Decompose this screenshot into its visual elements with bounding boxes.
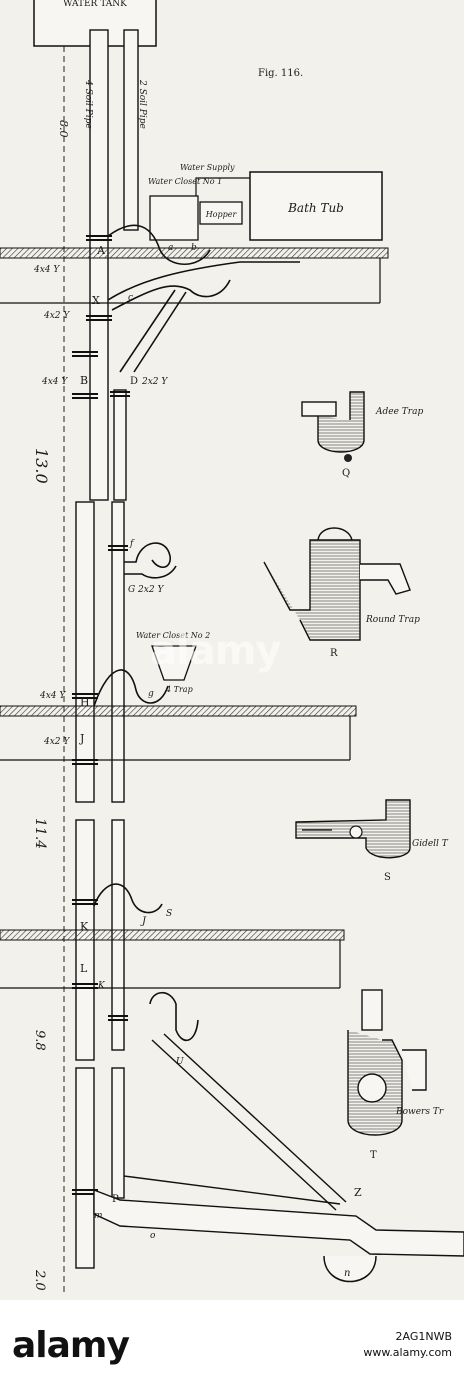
diagonal-vent: [151, 1033, 347, 1211]
trap-n: [323, 1255, 377, 1283]
fitting-x-size: 4x2 Y: [43, 311, 70, 321]
trap-4-label: 4 Trap: [165, 685, 193, 694]
water-closet-2-label: Water Closet No 2: [136, 631, 210, 640]
fitting-s-small: S: [166, 909, 172, 919]
trap-k: [93, 883, 163, 914]
stock-info: 2AG1NWB www.alamy.com: [363, 1329, 452, 1361]
fitting-o: o: [150, 1231, 156, 1241]
fitting-m: m: [94, 1211, 103, 1221]
fitting-u: U: [176, 1057, 184, 1067]
fitting-j-size: 4x2 Y: [43, 737, 70, 747]
fitting-b-size: 4x4 Y: [41, 377, 68, 387]
fitting-h-size: 4x4 Y: [39, 691, 66, 701]
round-trap-label: Round Trap: [365, 615, 420, 625]
branch-d2: [133, 291, 187, 373]
fitting-a-size: 4x4 Y: [33, 265, 60, 275]
soil-pipe: [75, 29, 109, 1269]
fitting-d: D: [130, 376, 138, 387]
dim-floor3: 9.8: [32, 1030, 47, 1051]
floor-2: [0, 705, 357, 717]
fitting-b-small: b: [191, 243, 197, 253]
fitting-x: X: [92, 294, 100, 307]
vent-pipe-label: 2 Soil Pipe: [137, 79, 147, 129]
diagram-drawing: WATER TANK Fig. 116. 8.0 13.0 11.4 9.8 2…: [0, 0, 464, 1296]
site-url: www.alamy.com: [363, 1346, 452, 1359]
dim-floor4: 2.0: [32, 1269, 47, 1291]
soil-pipe-label: 4 Soil Pipe: [83, 79, 93, 129]
fitting-c-small: c: [128, 293, 133, 303]
fitting-l: L: [80, 962, 88, 975]
fitting-g-size: G 2x2 Y: [128, 585, 164, 595]
image-id: 2AG1NWB: [395, 1330, 452, 1343]
watermark: alamy: [150, 628, 281, 674]
hopper-label: Hopper: [205, 210, 238, 219]
alamy-logo: alamy: [12, 1324, 130, 1366]
branch-f: [124, 542, 177, 579]
adee-trap-letter: Q: [342, 468, 350, 479]
bowers-trap-letter: T: [370, 1150, 377, 1161]
fitting-z: Z: [354, 1186, 362, 1199]
gidell-trap-letter: S: [384, 872, 391, 883]
fitting-j: J: [79, 732, 84, 745]
plumbing-diagram: WATER TANK Fig. 116. 8.0 13.0 11.4 9.8 2…: [0, 0, 464, 1300]
adee-trap-label: Adee Trap: [375, 407, 423, 417]
fitting-a-small: a: [168, 243, 173, 253]
tank-label: WATER TANK: [63, 0, 127, 9]
fitting-f: f: [129, 539, 135, 549]
water-closet-2: [151, 645, 197, 681]
figure-label: Fig. 116.: [258, 68, 303, 79]
round-trap: [263, 527, 411, 641]
round-trap-letter: R: [330, 648, 338, 659]
trap-u: [149, 991, 199, 1041]
dim-soil: 8.0: [57, 120, 70, 138]
house-drain: [93, 1175, 464, 1257]
floor-3: [0, 929, 345, 941]
vent-pipe: [111, 29, 139, 1199]
bowers-trap-label: Bowers Tr: [395, 1107, 444, 1117]
hopper: [199, 201, 243, 225]
trap-g: [93, 669, 169, 707]
branch-x: [107, 261, 300, 301]
gidell-trap-label: Gidell T: [412, 839, 449, 849]
fitting-n: n: [344, 1268, 350, 1279]
fitting-p: P: [112, 1194, 119, 1205]
fitting-k: K: [80, 920, 89, 933]
fitting-h: H: [80, 696, 90, 709]
branch-a: [107, 224, 211, 265]
fitting-j-small: J: [140, 916, 147, 927]
branch-c: [111, 279, 231, 311]
bowers-trap: [347, 989, 427, 1136]
water-closet-1: [149, 195, 199, 241]
fitting-b: B: [80, 374, 88, 387]
gidell-trap: [295, 799, 411, 859]
stock-banner: alamy 2AG1NWB www.alamy.com: [0, 1300, 464, 1390]
dim-floor2: 11.4: [32, 818, 48, 849]
fitting-g-small: g: [148, 689, 154, 699]
dim-floor1: 13.0: [32, 448, 51, 484]
fitting-a: A: [96, 244, 106, 257]
water-closet-1-label: Water Closet No 1: [148, 177, 222, 186]
fitting-k-small: K: [97, 981, 106, 991]
floor-1: [0, 247, 389, 259]
supply-line: [195, 177, 250, 196]
bath-tub-label: Bath Tub: [287, 201, 344, 215]
bath-tub: [249, 171, 383, 241]
fitting-d-size: 2x2 Y: [141, 377, 168, 387]
adee-trap: [301, 391, 365, 462]
water-supply-label: Water Supply: [180, 163, 235, 172]
branch-d: [119, 289, 176, 373]
